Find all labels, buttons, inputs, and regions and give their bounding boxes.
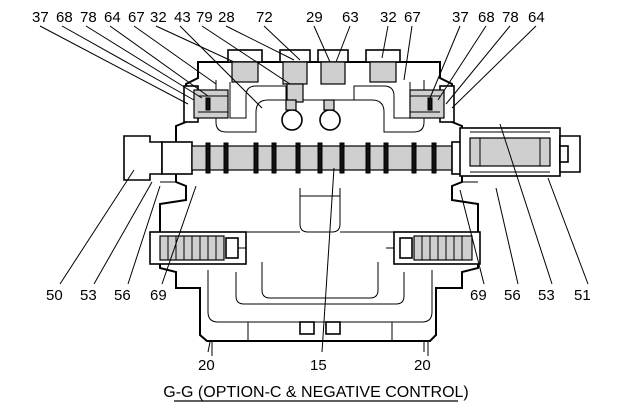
callout-37-left: 37 [32,9,49,26]
callout-20-right: 20 [414,357,431,374]
callout-69-right: 69 [470,287,487,304]
lower-relief-right [386,231,481,265]
section-caption: G-G (OPTION-C & NEGATIVE CONTROL) [163,384,469,401]
callouts-bottom: 50 53 56 69 69 56 53 51 [46,287,591,304]
callout-72: 72 [256,9,273,26]
callout-56-left: 56 [114,287,131,304]
callout-68-left: 68 [56,9,73,26]
lower-relief-left [149,231,247,265]
side-relief-left [183,85,229,123]
callout-20-left: 20 [198,357,215,374]
callout-15: 15 [310,357,327,374]
main-spool [123,127,581,183]
callout-43: 43 [174,9,191,26]
callout-56-right: 56 [504,287,521,304]
callout-69-left: 69 [150,287,167,304]
leader-lines [39,25,589,353]
callout-37-right: 37 [452,9,469,26]
callout-29: 29 [306,9,323,26]
callouts-top: 37 68 78 64 67 32 43 79 28 72 29 63 32 6… [32,9,545,26]
callout-67-left: 67 [128,9,145,26]
callout-53-left: 53 [80,287,97,304]
callout-64-right: 64 [528,9,545,26]
callout-78-left: 78 [80,9,97,26]
side-relief-right [409,85,455,123]
callout-67-right: 67 [404,9,421,26]
callout-53-right: 53 [538,287,555,304]
callout-51: 51 [574,287,591,304]
callout-28: 28 [218,9,235,26]
callout-63: 63 [342,9,359,26]
callout-68-right: 68 [478,9,495,26]
callout-64-left: 64 [104,9,121,26]
callout-79: 79 [196,9,213,26]
callout-50: 50 [46,287,63,304]
callout-32-right: 32 [380,9,397,26]
callout-78-right: 78 [502,9,519,26]
callouts-base: 20 15 20 [198,357,431,374]
callout-32-left: 32 [150,9,167,26]
top-ports [227,49,401,131]
